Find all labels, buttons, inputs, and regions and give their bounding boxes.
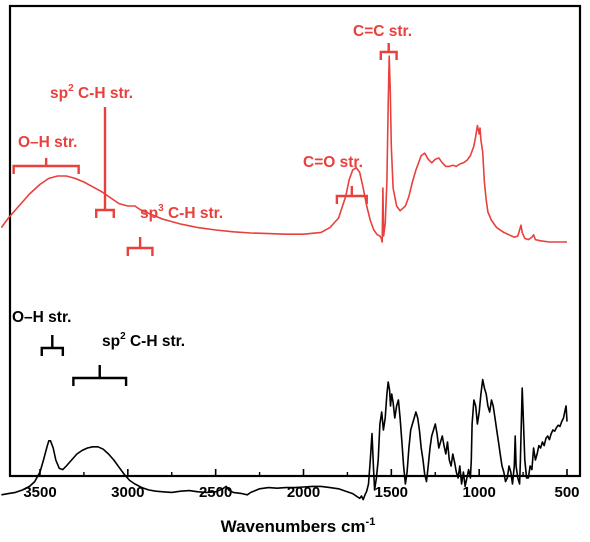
annotation-6: sp2 C-H str.: [72, 331, 185, 386]
spectrum-trace-upper: [0, 55, 567, 243]
annotation-bracket: [40, 335, 65, 356]
x-tick-label: 2500: [199, 484, 232, 501]
plot-frame: [8, 4, 582, 478]
annotation-label: sp3 C-H str.: [140, 203, 223, 222]
x-tick-label: 3500: [23, 484, 56, 501]
annotation-4: C=C str.: [353, 23, 412, 60]
annotation-bracket: [72, 365, 128, 386]
annotation-layer: O–H str. sp2 C-H str. sp3 C-H str. C=O str.…: [12, 23, 412, 386]
annotation-label: sp2 C-H str.: [50, 83, 133, 102]
annotation-3: C=O str.: [303, 154, 368, 204]
x-tick-label: 1500: [375, 484, 408, 501]
annotation-label: C=C str.: [353, 23, 412, 40]
annotation-0: O–H str.: [12, 134, 80, 174]
annotation-bracket: [12, 158, 80, 174]
x-axis-title-superscript: -1: [366, 516, 376, 528]
annotation-2: sp3 C-H str.: [126, 203, 223, 256]
x-tick-label: 1000: [462, 484, 495, 501]
x-tick-label: 2000: [287, 484, 320, 501]
annotation-bracket: [126, 237, 154, 256]
spectrum-trace-lower: [1, 378, 568, 501]
annotation-label: C=O str.: [303, 154, 363, 171]
annotation-label: O–H str.: [12, 309, 71, 326]
annotation-bracket: [335, 186, 368, 204]
x-axis-title-text: Wavenumbers cm: [221, 517, 366, 536]
annotation-5: O–H str.: [12, 309, 71, 356]
x-tick-label: 3000: [111, 484, 144, 501]
annotation-1: sp2 C-H str.: [50, 83, 133, 218]
x-axis-ticks: 3500 3000 2500 2000 1500 1000 500: [23, 469, 580, 501]
x-tick-label: 500: [554, 484, 579, 501]
annotation-bracket: [95, 107, 115, 218]
x-axis-title: Wavenumbers cm-1: [221, 516, 376, 536]
annotation-label: sp2 C-H str.: [102, 331, 185, 350]
series-layer: [0, 55, 568, 501]
annotation-label: O–H str.: [18, 134, 77, 151]
annotation-bracket: [379, 43, 398, 60]
